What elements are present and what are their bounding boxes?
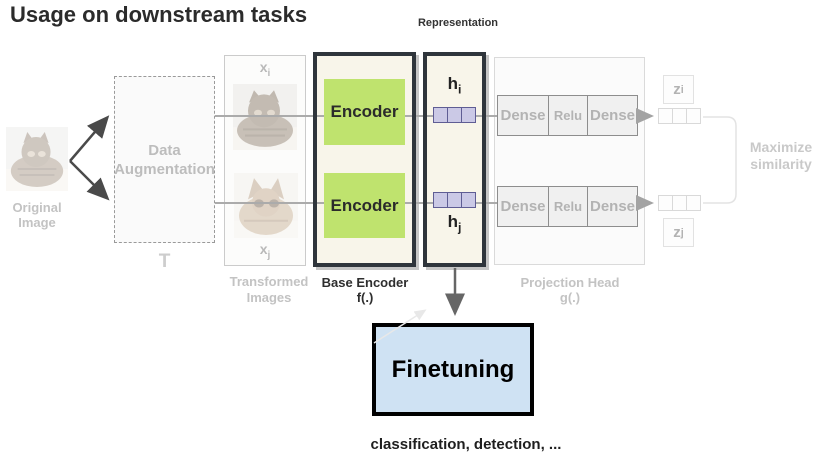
dense-cell: Dense (500, 107, 546, 124)
similarity-bracket-icon (703, 116, 737, 204)
finetuning-box: Finetuning (372, 323, 534, 416)
transformed-images-panel (224, 55, 306, 266)
downstream-tasks-caption: classification, detection, ... (370, 436, 562, 453)
encoder-top-box: Encoder (324, 79, 405, 145)
transform-t-label: T (158, 251, 171, 272)
projection-head-box (494, 57, 645, 265)
cat-photo-icon (6, 127, 68, 191)
data-augmentation-label: Data Augmentation (114, 141, 215, 178)
maximize-similarity-label: Maximize similarity (749, 139, 813, 172)
encoder-bottom-box: Encoder (324, 173, 405, 238)
hi-vector (433, 107, 476, 123)
hi-label: hi (447, 74, 462, 97)
projection-row-bottom: Dense Relu Dense (497, 186, 638, 227)
transformed-cat-xi (233, 84, 297, 150)
representation-label: Representation (417, 17, 499, 29)
representation-box (423, 52, 486, 267)
page-title: Usage on downstream tasks (10, 2, 308, 27)
projection-row-top: Dense Relu Dense (497, 95, 638, 136)
relu-cell: Relu (548, 187, 587, 226)
base-encoder-caption: Base Encoder f(.) (321, 275, 409, 305)
zj-vector (658, 195, 701, 211)
dense-cell: Dense (500, 198, 546, 215)
transformed-cat-xj (234, 173, 298, 238)
data-augmentation-box: Data Augmentation (114, 76, 215, 243)
transformed-images-caption: Transformed Images (229, 274, 309, 305)
xj-label: xj (259, 241, 271, 261)
hj-vector (433, 192, 476, 208)
cat-photo-icon (234, 173, 298, 238)
hj-label: hj (447, 212, 462, 235)
augment-arrow-down-icon (69, 160, 110, 201)
zi-vector (658, 108, 701, 124)
augment-arrow-up-icon (69, 115, 110, 162)
cat-photo-icon (233, 84, 297, 150)
dense-cell: Dense (587, 96, 637, 135)
dense-cell: Dense (587, 187, 637, 226)
relu-cell: Relu (548, 96, 587, 135)
original-image-label: Original Image (12, 200, 62, 230)
xi-label: xi (259, 59, 271, 79)
base-encoder-border (313, 52, 416, 267)
original-cat-image (6, 127, 68, 191)
representation-border (423, 52, 486, 267)
projection-head-caption: Projection Head g(.) (520, 275, 620, 305)
